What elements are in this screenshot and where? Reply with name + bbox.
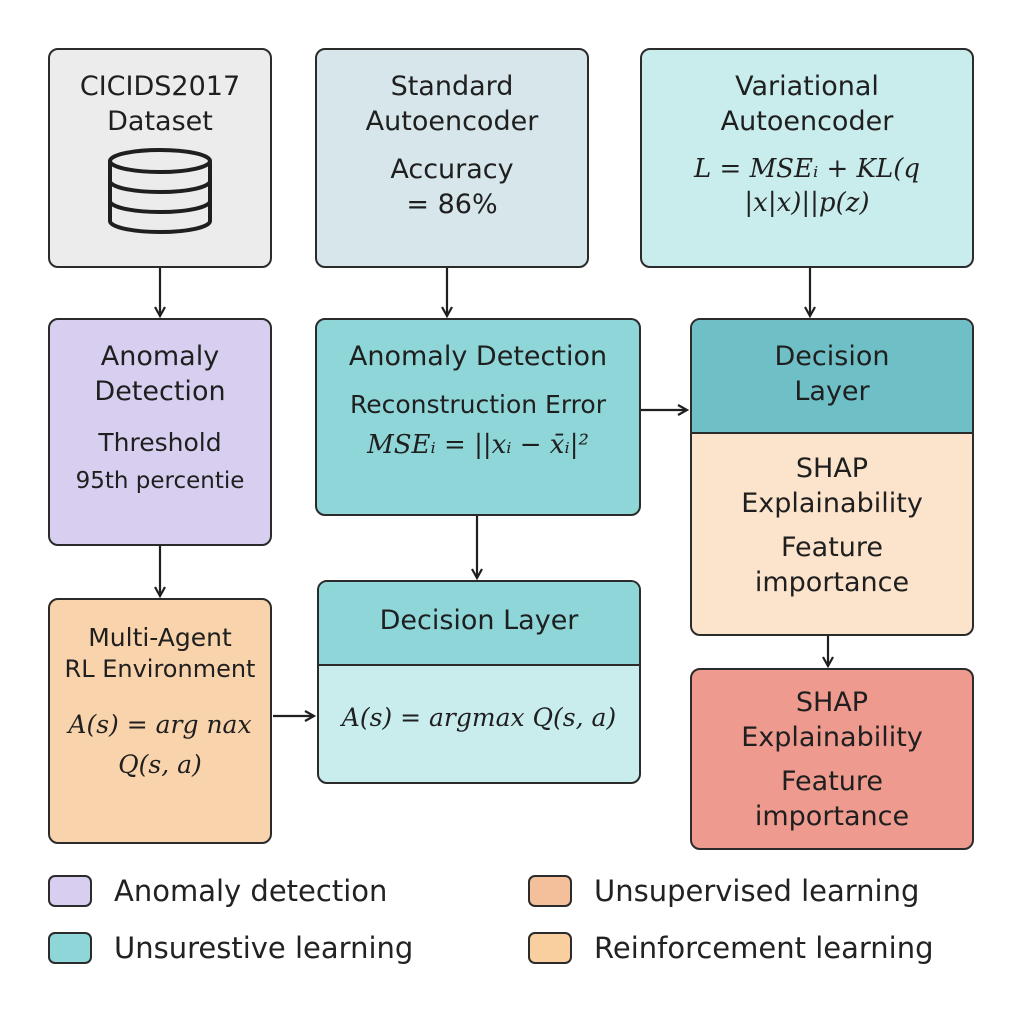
marl-formula-line1: A(s) = arg nax (68, 709, 252, 739)
legend-swatch-orange (528, 875, 572, 907)
shap-explainability-box: SHAP Explainability Feature importance (690, 668, 974, 850)
anomaly-detection-threshold-box: Anomaly Detection Threshold 95th percent… (48, 318, 272, 546)
marl-line2: RL Environment (64, 655, 256, 683)
decision-layer-shap-box: Decision Layer SHAP Explainability Featu… (690, 318, 974, 636)
standard-autoencoder-box: Standard Autoencoder Accuracy = 86% (315, 48, 589, 268)
database-icon (108, 148, 212, 235)
decision-right-line1: Decision (774, 341, 890, 372)
anomaly-detection-reconstruction-box: Anomaly Detection Reconstruction Error M… (315, 318, 641, 516)
legend-label: Anomaly detection (114, 874, 388, 908)
decision-right-header: Decision Layer (692, 320, 972, 434)
legend-item-unsupervised-learning: Unsupervised learning (528, 874, 919, 908)
marl-line1: Multi-Agent (88, 623, 232, 652)
variational-autoencoder-box: Variational Autoencoder L = MSEᵢ + KL(q … (640, 48, 974, 268)
decision-right-feature: Feature (780, 532, 884, 564)
legend-label: Unsupervised learning (594, 874, 920, 908)
vae-line2: Autoencoder (720, 105, 894, 137)
decision-mid-header: Decision Layer (319, 582, 639, 666)
legend-item-reinforcement-learning: Reinforcement learning (528, 931, 934, 965)
decision-layer-argmax-box: Decision Layer A(s) = argmax Q(s, a) (317, 580, 641, 784)
std-ae-accuracy-value: = 86% (406, 188, 498, 220)
marl-formula-line2: Q(s, a) (118, 750, 202, 780)
legend-swatch-purple (48, 875, 92, 907)
shap-line1: SHAP (795, 687, 869, 718)
anomaly-left-threshold-label: Threshold (98, 428, 222, 458)
vae-line1: Variational (735, 71, 879, 102)
multi-agent-rl-box: Multi-Agent RL Environment A(s) = arg na… (48, 598, 272, 844)
legend-swatch-teal (48, 932, 92, 964)
legend-swatch-peach (528, 932, 572, 964)
anomaly-left-line2: Detection (94, 375, 226, 407)
decision-mid-title: Decision Layer (379, 605, 579, 636)
vae-loss-formula-line1: L = MSEᵢ + KL(q (693, 154, 920, 185)
vae-loss-formula-line2: |x|x)||p(z) (744, 187, 870, 218)
dataset-box: CICIDS2017 Dataset (48, 48, 272, 268)
anomaly-mid-title: Anomaly Detection (348, 341, 608, 372)
decision-right-explainability: Explainability (741, 487, 923, 519)
legend-label: Reinforcement learning (594, 931, 934, 965)
std-ae-line2: Autoencoder (365, 105, 539, 137)
dataset-title: CICIDS2017 (79, 71, 241, 102)
decision-right-shap: SHAP (795, 453, 869, 484)
anomaly-left-threshold-value: 95th percentie (75, 468, 245, 495)
dataset-subtitle: Dataset (107, 105, 213, 137)
legend-item-unsurestive-learning: Unsurestive learning (48, 931, 413, 965)
std-ae-line1: Standard (390, 71, 514, 102)
decision-right-importance: importance (754, 566, 910, 598)
anomaly-mid-reconstruction-label: Reconstruction Error (350, 389, 606, 419)
anomaly-left-line1: Anomaly (100, 341, 220, 372)
shap-line2: Explainability (741, 721, 923, 753)
anomaly-mid-mse-formula: MSEᵢ = ||xᵢ − x̄ᵢ|² (367, 429, 589, 460)
shap-line4: importance (754, 800, 910, 832)
legend-label: Unsurestive learning (114, 931, 414, 965)
decision-mid-formula: A(s) = argmax Q(s, a) (341, 703, 617, 732)
decision-right-line2: Layer (794, 375, 870, 407)
shap-line3: Feature (780, 766, 884, 798)
std-ae-accuracy-label: Accuracy (390, 154, 514, 186)
legend-item-anomaly-detection: Anomaly detection (48, 874, 387, 908)
